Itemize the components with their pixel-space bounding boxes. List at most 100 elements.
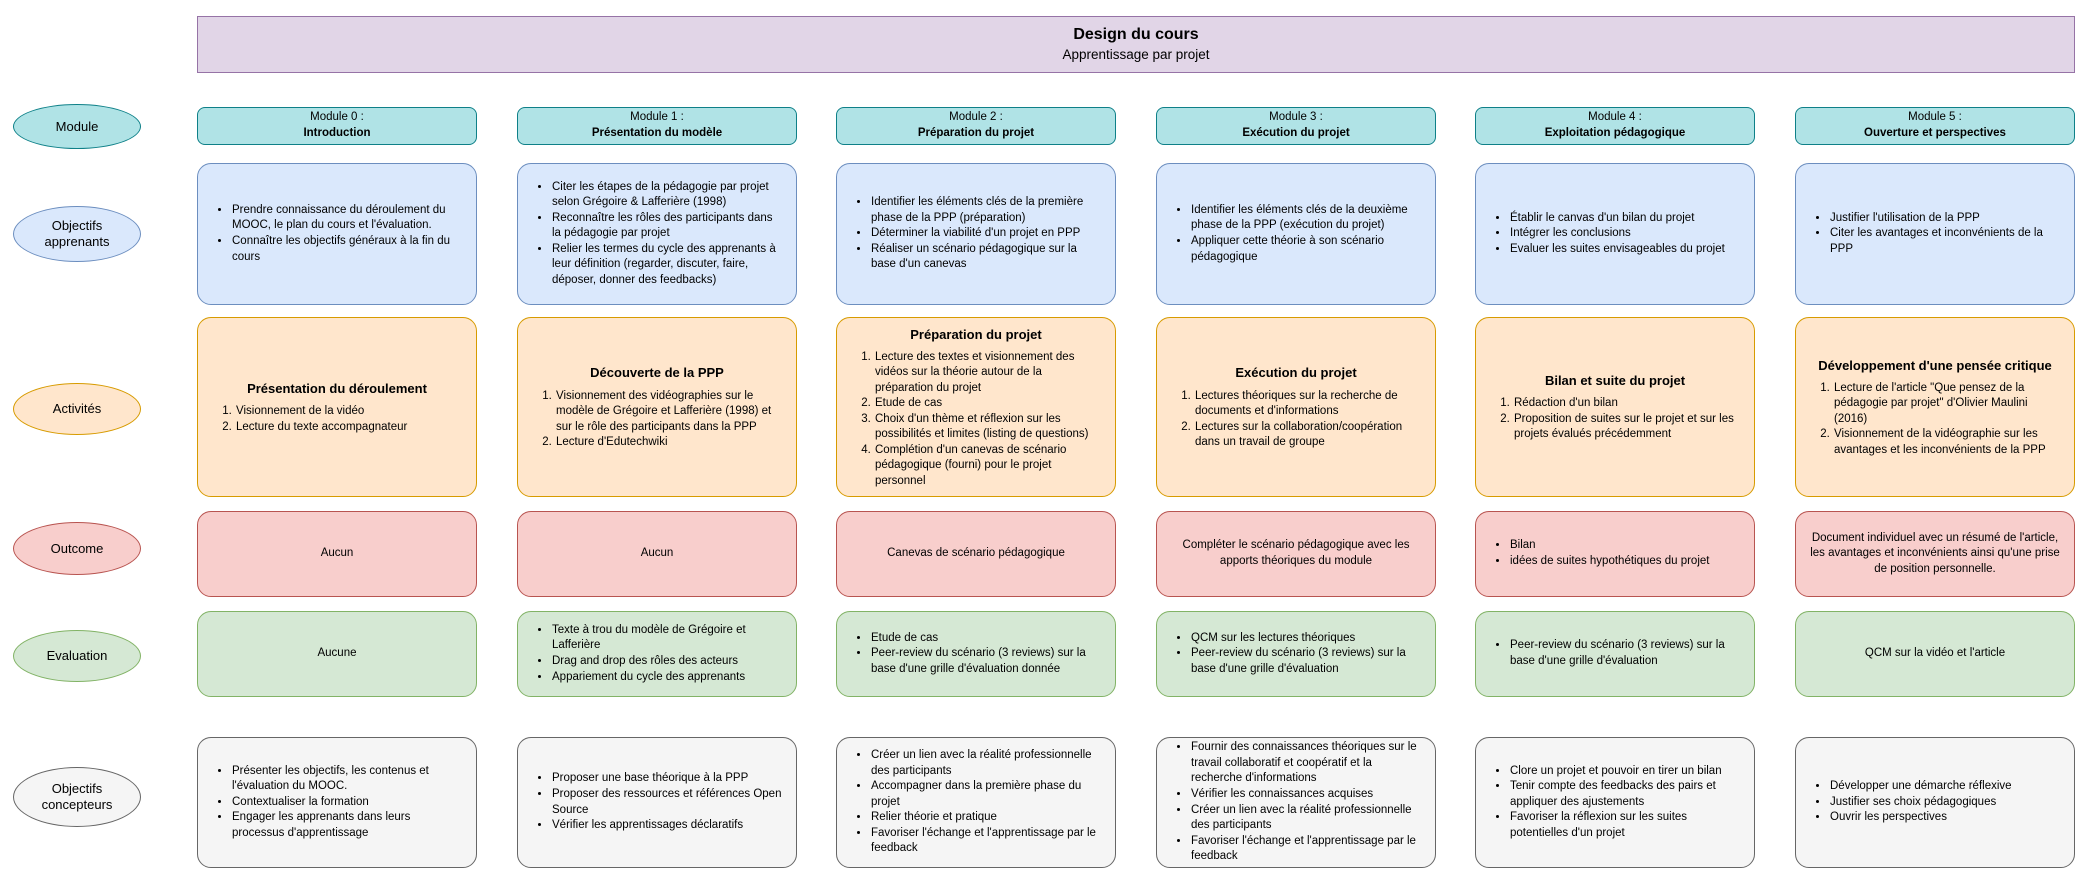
module-4-activites-box: Bilan et suite du projetRédaction d'un b… bbox=[1475, 317, 1755, 497]
row-label-evaluation: Evaluation bbox=[13, 630, 141, 682]
list-item: Peer-review du scénario (3 reviews) sur … bbox=[1190, 646, 1423, 677]
list-item: Lectures théoriques sur la recherche de … bbox=[1194, 389, 1423, 420]
list-item: Justifier ses choix pédagogiques bbox=[1829, 795, 2062, 811]
list-item: Établir le canvas d'un bilan du projet bbox=[1509, 211, 1742, 227]
cell-numbered-list: Lecture des textes et visionnement des v… bbox=[849, 350, 1103, 490]
row-label-objectifs-apprenants: Objectifs apprenants bbox=[13, 206, 141, 262]
list-item: Visionnement de la vidéographie sur les … bbox=[1833, 427, 2062, 458]
list-item: Fournir des connaissances théoriques sur… bbox=[1190, 740, 1423, 787]
cell-bullet-list: Bilanidées de suites hypothétiques du pr… bbox=[1488, 538, 1742, 569]
diagram-title-box: Design du cours Apprentissage par projet bbox=[197, 16, 2075, 73]
list-item: Texte à trou du modèle de Grégoire et La… bbox=[551, 623, 784, 654]
module-0-outcome-box: Aucun bbox=[197, 511, 477, 597]
cell-bullet-list: Clore un projet et pouvoir en tirer un b… bbox=[1488, 764, 1742, 842]
list-item: Appariement du cycle des apprenants bbox=[551, 670, 784, 686]
cell-numbered-list: Visionnement de la vidéoLecture du texte… bbox=[210, 404, 464, 435]
module-0-evaluation-box: Aucune bbox=[197, 611, 477, 697]
list-item: QCM sur les lectures théoriques bbox=[1190, 631, 1423, 647]
module-0-header-box: Module 0 :Introduction bbox=[197, 107, 477, 145]
cell-bullet-list: Justifier l'utilisation de la PPPCiter l… bbox=[1808, 211, 2062, 258]
module-4-outcome-box: Bilanidées de suites hypothétiques du pr… bbox=[1475, 511, 1755, 597]
row-label-outcome: Outcome bbox=[13, 522, 141, 575]
list-item: Proposer une base théorique à la PPP bbox=[551, 771, 784, 787]
module-4-objectifs-concepteurs-box: Clore un projet et pouvoir en tirer un b… bbox=[1475, 737, 1755, 868]
cell-text: Canevas de scénario pédagogique bbox=[887, 547, 1065, 560]
list-item: Identifier les éléments clés de la premi… bbox=[870, 195, 1103, 226]
list-item: Lecture de l'article "Que pensez de la p… bbox=[1833, 381, 2062, 428]
list-item: Favoriser l'échange et l'apprentissage p… bbox=[870, 826, 1103, 857]
module-5-outcome-box: Document individuel avec un résumé de l'… bbox=[1795, 511, 2075, 597]
module-1-activites-box: Découverte de la PPPVisionnement des vid… bbox=[517, 317, 797, 497]
list-item: Lecture du texte accompagnateur bbox=[235, 420, 464, 436]
cell-bullet-list: Établir le canvas d'un bilan du projetIn… bbox=[1488, 211, 1742, 258]
list-item: Citer les étapes de la pédagogie par pro… bbox=[551, 180, 784, 211]
list-item: Présenter les objectifs, les contenus et… bbox=[231, 764, 464, 795]
cell-bullet-list: Présenter les objectifs, les contenus et… bbox=[210, 764, 464, 842]
module-0-activites-box: Présentation du déroulementVisionnement … bbox=[197, 317, 477, 497]
module-5-header-box: Module 5 : Ouverture et perspectives bbox=[1795, 107, 2075, 145]
list-item: Connaître les objectifs généraux à la fi… bbox=[231, 234, 464, 265]
list-item: Reconnaître les rôles des participants d… bbox=[551, 211, 784, 242]
row-label-activites: Activités bbox=[13, 383, 141, 435]
module-header-line1: Module 1 : bbox=[630, 111, 684, 124]
list-item: Bilan bbox=[1509, 538, 1742, 554]
list-item: Peer-review du scénario (3 reviews) sur … bbox=[1509, 638, 1742, 669]
cell-bullet-list: Identifier les éléments clés de la premi… bbox=[849, 195, 1103, 273]
cell-title: Exécution du projet bbox=[1235, 365, 1357, 381]
module-3-evaluation-box: QCM sur les lectures théoriquesPeer-revi… bbox=[1156, 611, 1436, 697]
module-1-objectifs-concepteurs-box: Proposer une base théorique à la PPPProp… bbox=[517, 737, 797, 868]
module-2-evaluation-box: Etude de casPeer-review du scénario (3 r… bbox=[836, 611, 1116, 697]
list-item: Complétion d'un canevas de scénario péda… bbox=[874, 443, 1103, 490]
list-item: Peer-review du scénario (3 reviews) sur … bbox=[870, 646, 1103, 677]
cell-bullet-list: Citer les étapes de la pédagogie par pro… bbox=[530, 180, 784, 289]
module-header-line1: Module 0 : bbox=[310, 111, 364, 124]
cell-text: Document individuel avec un résumé de l'… bbox=[1810, 531, 2060, 575]
module-4-objectifs-apprenants-box: Établir le canvas d'un bilan du projetIn… bbox=[1475, 163, 1755, 305]
module-header-line2: Ouverture et perspectives bbox=[1864, 127, 2006, 139]
module-header-line2: Exécution du projet bbox=[1242, 127, 1350, 139]
row-label-module: Module bbox=[13, 104, 141, 149]
list-item: Créer un lien avec la réalité profession… bbox=[870, 748, 1103, 779]
list-item: Lectures sur la collaboration/coopératio… bbox=[1194, 420, 1423, 451]
module-5-objectifs-concepteurs-box: Développer une démarche réflexiveJustifi… bbox=[1795, 737, 2075, 868]
cell-title: Présentation du déroulement bbox=[247, 380, 427, 396]
cell-bullet-list: Etude de casPeer-review du scénario (3 r… bbox=[849, 631, 1103, 678]
list-item: Evaluer les suites envisageables du proj… bbox=[1509, 242, 1742, 258]
cell-bullet-list: Peer-review du scénario (3 reviews) sur … bbox=[1488, 638, 1742, 669]
module-header-line1: Module 3 : bbox=[1269, 111, 1323, 124]
list-item: Déterminer la viabilité d'un projet en P… bbox=[870, 226, 1103, 242]
cell-numbered-list: Lectures théoriques sur la recherche de … bbox=[1169, 389, 1423, 451]
list-item: Etude de cas bbox=[874, 396, 1103, 412]
cell-title: Bilan et suite du projet bbox=[1544, 373, 1686, 389]
module-0-objectifs-concepteurs-box: Présenter les objectifs, les contenus et… bbox=[197, 737, 477, 868]
module-header-line1: Module 2 : bbox=[949, 111, 1003, 124]
module-3-activites-box: Exécution du projetLectures théoriques s… bbox=[1156, 317, 1436, 497]
module-2-activites-box: Préparation du projetLecture des textes … bbox=[836, 317, 1116, 497]
cell-text: QCM sur la vidéo et l'article bbox=[1864, 647, 2006, 660]
cell-bullet-list: Fournir des connaissances théoriques sur… bbox=[1169, 740, 1423, 864]
cell-bullet-list: Texte à trou du modèle de Grégoire et La… bbox=[530, 623, 784, 685]
module-2-outcome-box: Canevas de scénario pédagogique bbox=[836, 511, 1116, 597]
list-item: Visionnement de la vidéo bbox=[235, 404, 464, 420]
module-1-header-box: Module 1 : Présentation du modèle bbox=[517, 107, 797, 145]
list-item: Relier les termes du cycle des apprenant… bbox=[551, 242, 784, 289]
list-item: Créer un lien avec la réalité profession… bbox=[1190, 803, 1423, 834]
cell-bullet-list: Prendre connaissance du déroulement du M… bbox=[210, 203, 464, 265]
module-5-objectifs-apprenants-box: Justifier l'utilisation de la PPPCiter l… bbox=[1795, 163, 2075, 305]
cell-numbered-list: Lecture de l'article "Que pensez de la p… bbox=[1808, 381, 2062, 459]
list-item: Favoriser l'échange et l'apprentissage p… bbox=[1190, 834, 1423, 865]
module-2-objectifs-concepteurs-box: Créer un lien avec la réalité profession… bbox=[836, 737, 1116, 868]
list-item: Relier théorie et pratique bbox=[870, 810, 1103, 826]
list-item: Engager les apprenants dans leurs proces… bbox=[231, 810, 464, 841]
cell-bullet-list: Créer un lien avec la réalité profession… bbox=[849, 748, 1103, 857]
module-4-header-box: Module 4 :Exploitation pédagogique bbox=[1475, 107, 1755, 145]
list-item: Ouvrir les perspectives bbox=[1829, 810, 2062, 826]
list-item: Prendre connaissance du déroulement du M… bbox=[231, 203, 464, 234]
list-item: Citer les avantages et inconvénients de … bbox=[1829, 226, 2062, 257]
cell-text: Compléter le scénario pédagogique avec l… bbox=[1182, 539, 1410, 567]
list-item: Rédaction d'un bilan bbox=[1513, 396, 1742, 412]
module-header-line1: Module 5 : bbox=[1908, 111, 1962, 124]
module-header-line2: Présentation du modèle bbox=[591, 127, 723, 139]
list-item: Contextualiser la formation bbox=[231, 795, 464, 811]
list-item: Proposer des ressources et références Op… bbox=[551, 787, 784, 818]
